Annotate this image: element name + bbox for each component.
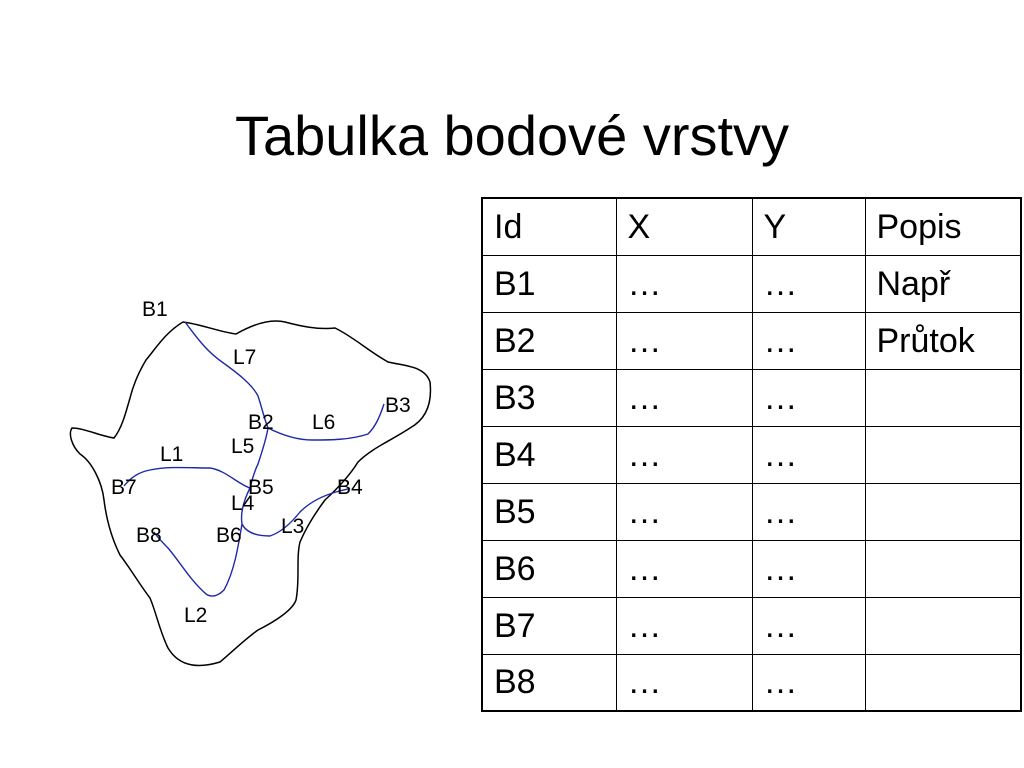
cell-id: B3 [481,368,617,427]
map-label-b3: B3 [385,394,411,417]
map-label-b2: B2 [248,411,274,434]
stream-network [123,321,385,597]
table-row: B4 … … [481,425,1022,484]
cell-id: B5 [481,482,617,541]
table-header-row: Id X Y Popis [481,197,1022,256]
cell-x: … [615,368,753,427]
cell-x: … [615,311,753,370]
cell-y: … [751,596,866,655]
map-label-l3: L3 [281,515,304,538]
cell-id: B7 [481,596,617,655]
map-label-b5: B5 [248,476,274,499]
map-label-l1: L1 [160,443,183,466]
stream-l2 [153,523,243,597]
header-y: Y [751,197,866,256]
cell-popis [864,482,1022,541]
cell-popis: Např [864,254,1022,313]
table-row: B2 … … Průtok [481,311,1022,370]
cell-popis [864,368,1022,427]
point-layer-table: Id X Y Popis B1 … … Např B2 … … Průtok B… [481,197,1022,712]
stream-l5 [249,427,269,489]
table-row: B7 … … [481,596,1022,655]
header-popis: Popis [864,197,1022,256]
watershed-map-svg: B1 L7 B3 B2 L6 L5 L1 B7 B5 B4 L4 L3 B8 B… [69,298,432,667]
cell-id: B6 [481,539,617,598]
stream-l1 [123,466,251,489]
map-label-b6: B6 [216,524,242,547]
table-row: B5 … … [481,482,1022,541]
cell-popis: Průtok [864,311,1022,370]
map-label-b4: B4 [337,476,363,499]
cell-id: B1 [481,254,617,313]
table-row: B6 … … [481,539,1022,598]
stream-l7 [184,321,269,429]
cell-popis [864,653,1022,712]
cell-x: … [615,539,753,598]
header-x: X [615,197,753,256]
cell-x: … [615,482,753,541]
cell-y: … [751,425,866,484]
cell-x: … [615,596,753,655]
cell-id: B2 [481,311,617,370]
cell-id: B8 [481,653,617,712]
cell-x: … [615,254,753,313]
map-label-b1: B1 [142,298,168,321]
cell-y: … [751,368,866,427]
watershed-boundary [69,320,432,667]
cell-id: B4 [481,425,617,484]
cell-y: … [751,311,866,370]
cell-y: … [751,539,866,598]
map-label-b8: B8 [136,524,162,547]
map-label-l4: L4 [231,492,255,515]
map-label-l5: L5 [231,435,254,458]
cell-y: … [751,254,866,313]
map-label-b7: B7 [111,476,137,499]
map-label-l7: L7 [233,346,256,369]
watershed-map: B1 L7 B3 B2 L6 L5 L1 B7 B5 B4 L4 L3 B8 B… [60,290,450,680]
cell-popis [864,539,1022,598]
slide-title: Tabulka bodové vrstvy [234,103,790,167]
table-row: B1 … … Např [481,254,1022,313]
header-id: Id [481,197,617,256]
cell-popis [864,596,1022,655]
cell-y: … [751,653,866,712]
stream-l6 [267,403,385,441]
cell-popis [864,425,1022,484]
table-row: B3 … … [481,368,1022,427]
map-label-l2: L2 [184,604,207,627]
table-row: B8 … … [481,653,1022,712]
stream-l3 [269,487,351,537]
cell-x: … [615,425,753,484]
cell-y: … [751,482,866,541]
cell-x: … [615,653,753,712]
map-label-l6: L6 [312,411,335,434]
